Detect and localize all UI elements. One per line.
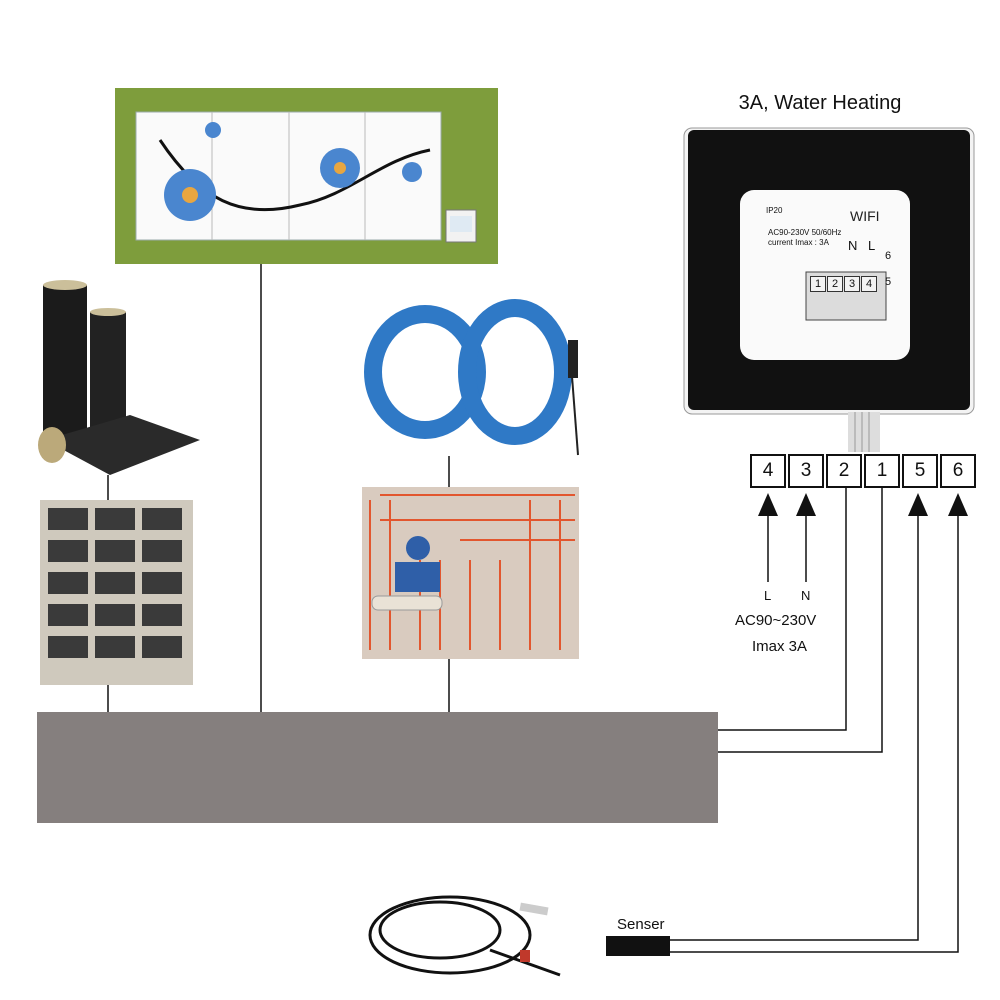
ip-rating-label: IP20 [766,206,783,215]
plate-spec-line-2: current Imax : 3A [768,238,829,247]
plate-pin-2: 2 [827,276,843,292]
heating-film-floor-photo [40,500,193,685]
terminal-5: 5 [902,454,938,488]
plate-n-label: N [848,238,858,253]
plate-pin-3: 3 [844,276,860,292]
thermostat-back-plate [683,127,975,452]
plate-pin-5: 5 [885,276,892,288]
heating-film-rolls-photo [38,280,200,475]
sensor-label: Senser [617,916,665,933]
wifi-label: WIFI [850,208,880,224]
terminal-3: 3 [788,454,824,488]
terminal-6: 6 [940,454,976,488]
load-bar [37,712,718,823]
cable-floor-install-photo [362,487,579,659]
max-current-label: Imax 3A [752,638,808,655]
terminal-2: 2 [826,454,862,488]
terminal-4: 4 [750,454,786,488]
power-n-label: N [801,588,811,603]
voltage-range-label: AC90~230V [735,612,817,629]
plate-pin-6: 6 [885,250,892,262]
diagram-title: 3A, Water Heating [738,92,902,114]
plate-pin-1: 1 [810,276,826,292]
plate-spec-line-1: AC90-230V 50/60Hz [768,228,842,237]
sensor-probe-photo [368,895,670,977]
wall-panel-photo [115,88,498,264]
plate-spec-text: AC90-230V 50/60Hz current Imax : 3A [768,228,841,248]
plate-l-label: L [868,238,876,253]
heating-cable-coils-photo [364,299,579,456]
power-l-label: L [764,588,772,603]
terminal-1: 1 [864,454,900,488]
plate-pin-4: 4 [861,276,877,292]
